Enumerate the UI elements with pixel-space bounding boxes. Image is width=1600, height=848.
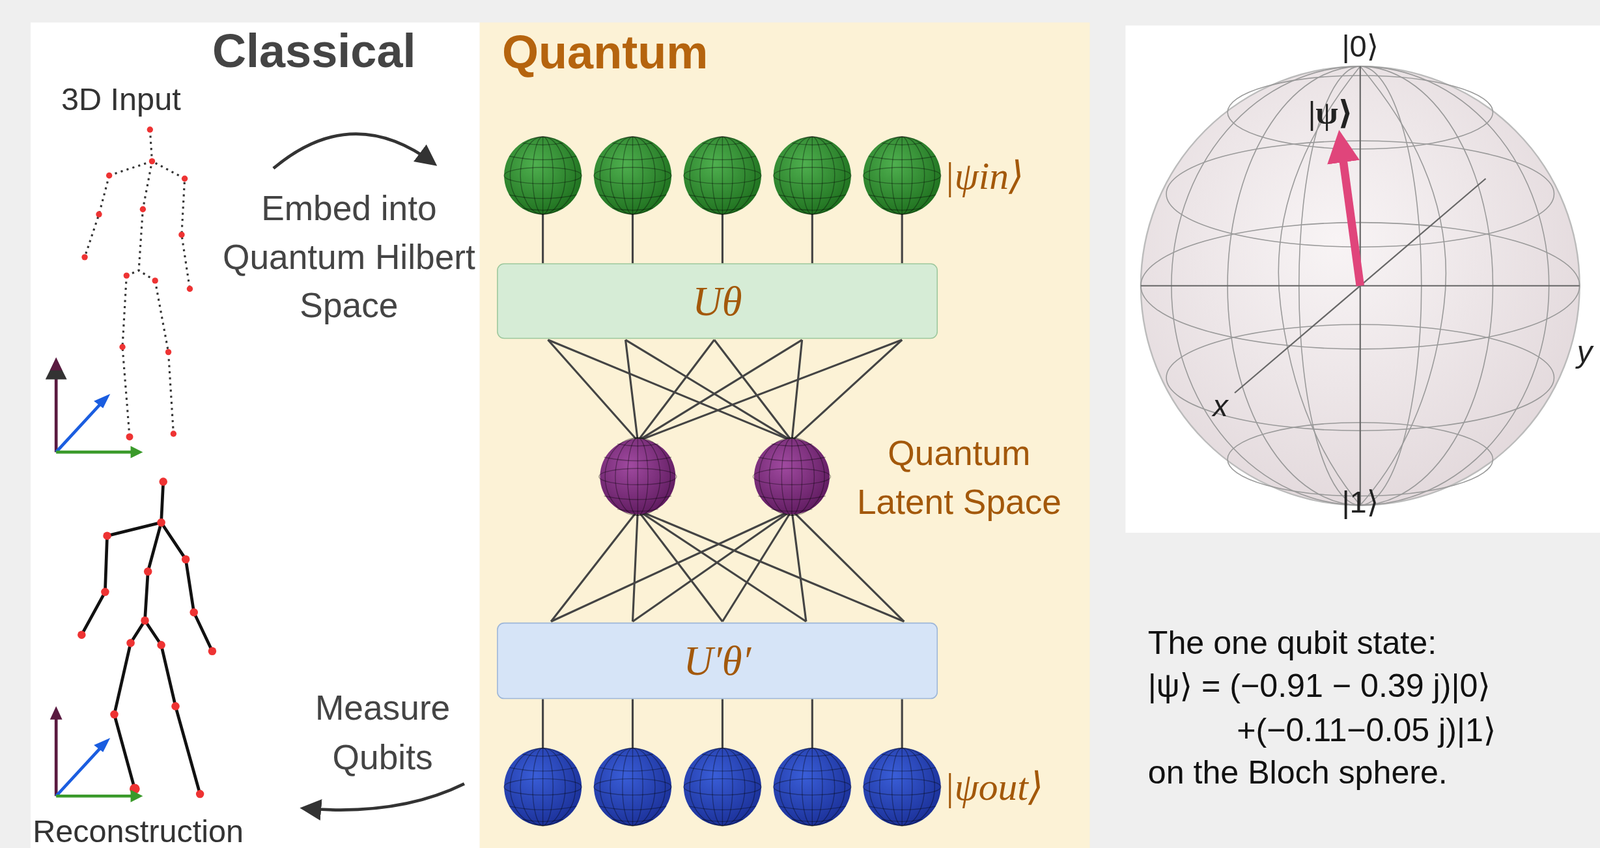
encoder-unitary-box: Uθ	[496, 263, 938, 339]
step-label: Measure Qubits	[280, 683, 485, 781]
note-text: The one qubit state:	[1148, 623, 1437, 662]
unitary-label: U′θ′	[683, 636, 751, 686]
input-label: 3D Input	[61, 81, 182, 118]
state-label: |ψout⟩	[943, 764, 1044, 810]
panel-heading: Classical	[212, 23, 417, 79]
latent-label: Quantum Latent Space	[836, 429, 1082, 527]
note-text: |ψ⟩ = (−0.91 − 0.39 j)|0⟩	[1148, 666, 1491, 706]
output-label: Reconstruction	[32, 813, 244, 848]
note-text: on the Bloch sphere.	[1148, 753, 1448, 792]
step-label: Embed into Quantum Hilbert Space	[221, 184, 477, 331]
axis-label: x	[1212, 388, 1229, 424]
panel-heading: Quantum	[502, 24, 708, 81]
basis-label: |1⟩	[1341, 484, 1379, 521]
state-label: |ψ⟩	[1308, 93, 1353, 133]
unitary-label: Uθ	[692, 276, 743, 325]
note-text: +(−0.11−0.05 j)|1⟩	[1236, 710, 1496, 750]
decoder-unitary-box: U′θ′	[496, 622, 938, 700]
axis-label: y	[1577, 334, 1593, 370]
state-label: |ψin⟩	[943, 153, 1024, 198]
basis-label: |0⟩	[1341, 28, 1379, 64]
